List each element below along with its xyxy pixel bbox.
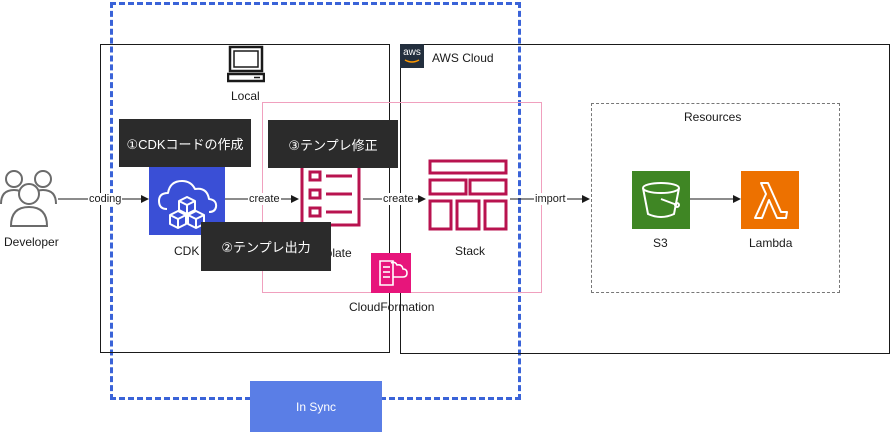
developer-label: Developer (4, 235, 59, 249)
template-icon (300, 158, 361, 227)
lambda-icon (741, 171, 799, 229)
callout-step2: ②テンプレ出力 (201, 222, 331, 271)
local-label: Local (231, 89, 260, 103)
aws-logo-text: aws (403, 47, 421, 58)
in-sync-badge: In Sync (250, 381, 382, 432)
aws-cloud-label: AWS Cloud (432, 51, 494, 65)
stack-icon (428, 159, 508, 231)
cdk-label: CDK (174, 244, 200, 258)
developer-users-icon (0, 170, 57, 227)
aws-logo-icon: aws (400, 44, 424, 68)
resources-group (591, 103, 840, 293)
lambda-label: Lambda (749, 236, 793, 250)
edge-label-coding: coding (88, 193, 123, 205)
cloudformation-icon (371, 253, 411, 293)
resources-label: Resources (684, 110, 742, 124)
callout-step3: ③テンプレ修正 (268, 120, 398, 168)
edge-label-import: import (534, 193, 567, 205)
s3-label: S3 (653, 236, 668, 250)
edge-label-create-1: create (248, 193, 281, 205)
s3-bucket-icon (632, 171, 690, 229)
local-computer-icon (227, 45, 265, 83)
edge-label-create-2: create (382, 193, 415, 205)
callout-step1: ①CDKコードの作成 (119, 119, 251, 167)
stack-label: Stack (455, 244, 486, 258)
cloudformation-label: CloudFormation (349, 300, 435, 314)
